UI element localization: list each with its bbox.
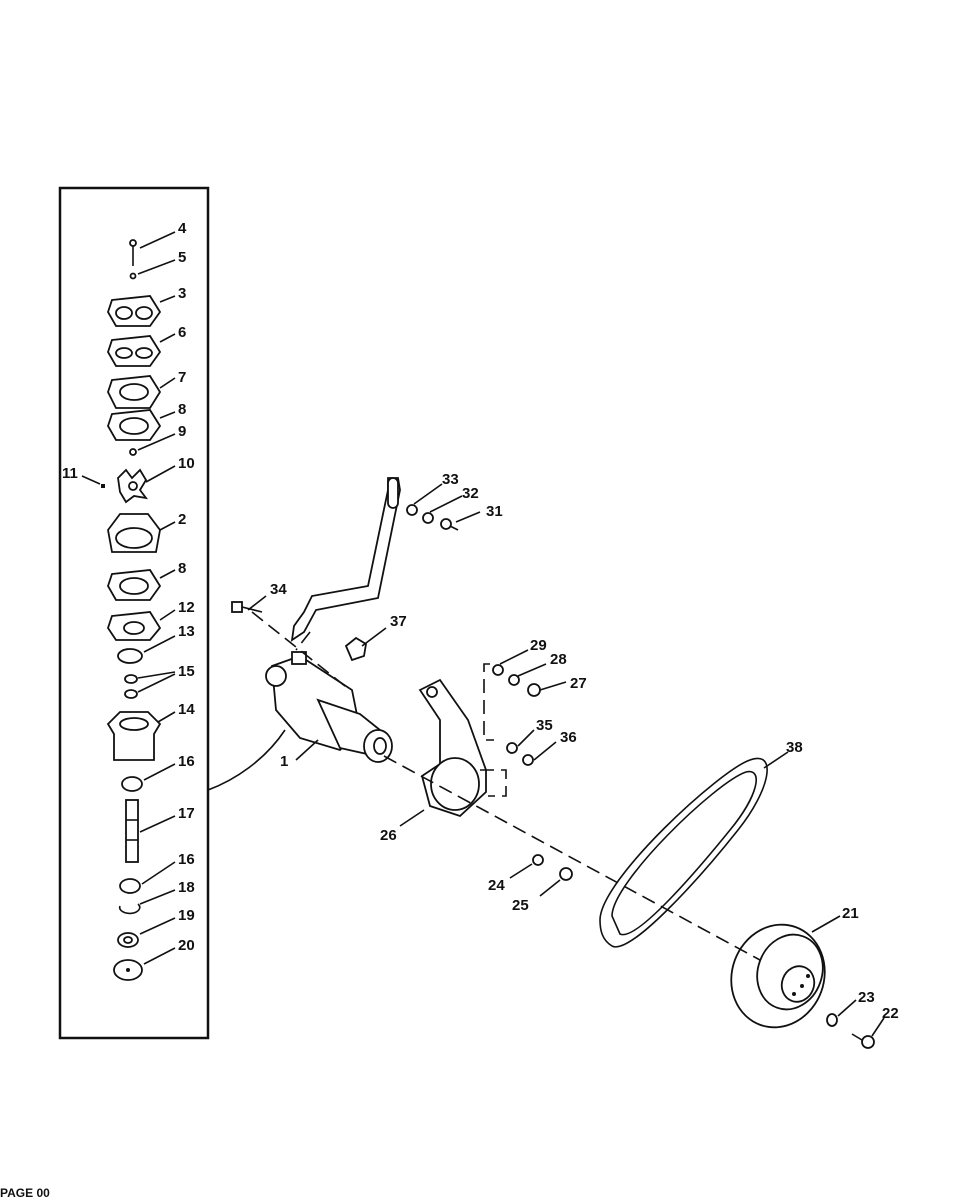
- nut-part-28: [508, 674, 520, 686]
- callout-26: 26: [380, 827, 397, 844]
- fitting-part-37: [344, 636, 367, 662]
- callout-8a: 8: [178, 401, 186, 418]
- washer-part-5: [129, 272, 137, 280]
- callout-23: 23: [858, 989, 875, 1006]
- callout-12: 12: [178, 599, 195, 616]
- adjusting-arm: [290, 477, 401, 642]
- callout-27: 27: [570, 675, 587, 692]
- callout-7: 7: [178, 369, 186, 386]
- callout-36: 36: [560, 729, 577, 746]
- callout-28: 28: [550, 651, 567, 668]
- gasket-part-8b: [107, 569, 162, 601]
- callout-38: 38: [786, 739, 803, 756]
- callout-5: 5: [178, 249, 186, 266]
- callout-11: 11: [62, 465, 78, 482]
- main-leader-lines: [247, 483, 885, 1037]
- bolt-part-34: [231, 601, 263, 613]
- shaft-part-17: [125, 799, 139, 863]
- washer-part-24: [532, 854, 544, 866]
- gasket-part-6: [107, 335, 162, 367]
- bolt-part-22: [851, 1033, 875, 1049]
- spacer-part-19: [117, 932, 139, 948]
- callout-16b: 16: [178, 851, 195, 868]
- body-part-14: [106, 711, 162, 761]
- main-assembly: [231, 477, 875, 1049]
- pump-body-part-1: [265, 651, 393, 763]
- ball-part-9: [129, 448, 137, 456]
- gasket-part-8a: [107, 409, 162, 441]
- cover-plate-part-3: [107, 295, 162, 327]
- callout-9: 9: [178, 423, 186, 440]
- seal-part-15b: [124, 689, 138, 699]
- callout-13: 13: [178, 623, 195, 640]
- callout-20: 20: [178, 937, 195, 954]
- callout-3: 3: [178, 285, 186, 302]
- callout-35: 35: [536, 717, 553, 734]
- pump-inset-frame: [58, 186, 286, 1040]
- plate-part-7: [107, 375, 162, 409]
- pulley-part-21: [730, 923, 826, 1029]
- callout-1: 1: [280, 753, 288, 770]
- inset-leader-lines: [81, 231, 176, 965]
- page-number: PAGE 00: [0, 1186, 50, 1200]
- page-footer: PAGE 00: [0, 1186, 978, 1200]
- callout-19: 19: [178, 907, 195, 924]
- impeller-part-10: [117, 468, 149, 504]
- bolt-part-31: [440, 518, 459, 531]
- callout-15: 15: [178, 663, 195, 680]
- callout-37: 37: [390, 613, 407, 630]
- callout-24: 24: [488, 877, 505, 894]
- callout-33: 33: [442, 471, 459, 488]
- callout-34: 34: [270, 581, 287, 598]
- callout-17: 17: [178, 805, 195, 822]
- nut-part-36: [522, 754, 534, 766]
- washer-part-35: [506, 742, 518, 754]
- screw-part-4: [129, 239, 137, 266]
- bearing-part-16b: [119, 878, 141, 894]
- housing-part-2: [107, 513, 161, 553]
- callout-8b: 8: [178, 560, 186, 577]
- o-ring-part-13: [117, 648, 143, 664]
- callout-25: 25: [512, 897, 529, 914]
- callout-4: 4: [178, 220, 187, 237]
- callout-21: 21: [842, 905, 859, 922]
- callout-10: 10: [178, 455, 195, 472]
- wear-plate-part-12: [107, 611, 162, 641]
- flange-part-20: [113, 959, 143, 981]
- inset-parts: [101, 239, 162, 981]
- callout-29: 29: [530, 637, 547, 654]
- washer-part-33: [406, 504, 418, 516]
- key-part-11: [101, 484, 105, 488]
- callout-32: 32: [462, 485, 479, 502]
- callout-2: 2: [178, 511, 186, 528]
- washer-part-23: [826, 1013, 838, 1027]
- callout-labels: 4 5 3 6 7 8 9 10 11 2 8 12 13 15 14 16 1…: [62, 220, 899, 1022]
- washer-part-29: [492, 664, 504, 676]
- snap-ring-part-18: [118, 903, 141, 915]
- callout-6: 6: [178, 324, 186, 341]
- bearing-part-16a: [121, 776, 143, 792]
- callout-14: 14: [178, 701, 195, 718]
- nut-part-32: [422, 512, 434, 524]
- seal-part-15a: [124, 674, 138, 684]
- callout-16a: 16: [178, 753, 195, 770]
- alignment-dashed-lines: [251, 611, 761, 961]
- callout-22: 22: [882, 1005, 899, 1022]
- callout-18: 18: [178, 879, 195, 896]
- belt-part-38: [599, 757, 768, 948]
- callout-31: 31: [486, 503, 503, 520]
- bolt-part-27: [527, 683, 541, 697]
- nut-part-25: [559, 867, 573, 881]
- bracket-part-26: [418, 678, 487, 818]
